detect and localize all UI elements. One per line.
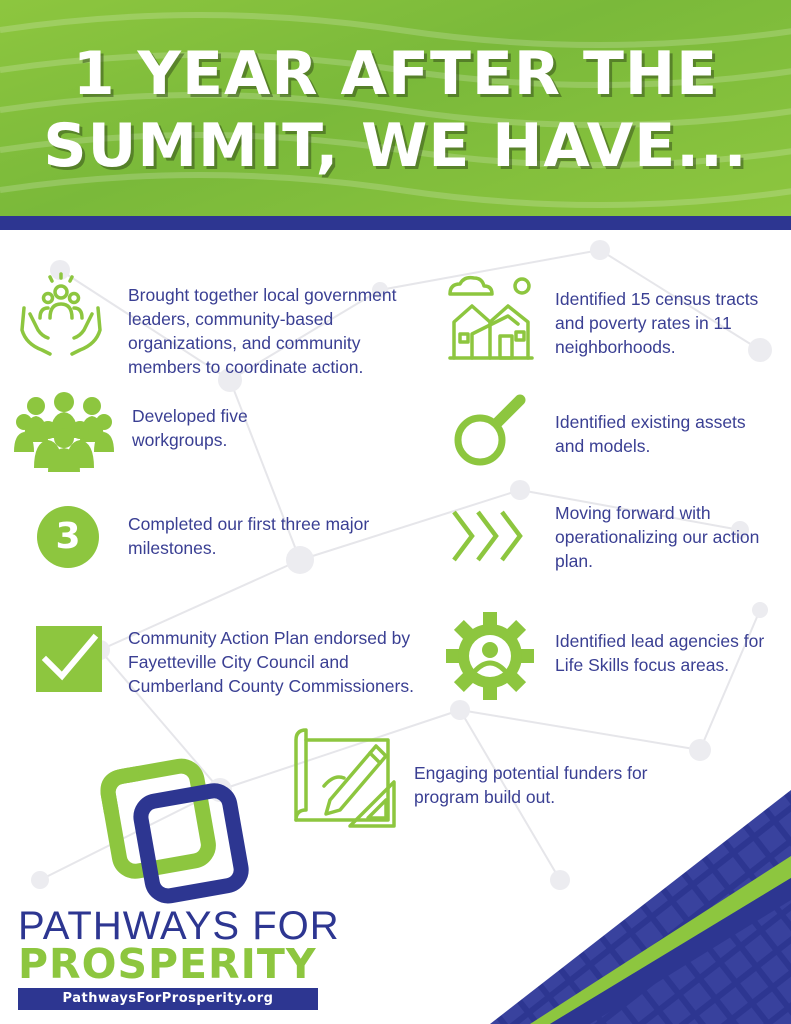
checkbox-icon (36, 626, 102, 692)
group-icon (14, 392, 114, 472)
title-line-1: 1 YEAR AFTER THE (72, 39, 719, 109)
network-background (31, 240, 772, 890)
chevrons-right-icon (452, 510, 523, 562)
item-text-operationalizing: Moving forward with operationalizing our… (555, 503, 760, 571)
item-text-endorsed: Community Action Plan endorsed by Fayett… (128, 628, 414, 696)
item-text-lead-agencies: Identified lead agencies for Life Skills… (555, 631, 765, 675)
magnifier-icon (454, 394, 526, 466)
gear-person-icon (446, 612, 534, 700)
header-banner: 1 YEAR AFTER THE SUMMIT, WE HAVE... (0, 0, 791, 216)
brand-name-line-2: PROSPERITY (18, 940, 317, 988)
number-three-badge: 3 (37, 506, 99, 568)
community-hands-icon (20, 272, 102, 356)
title-line-2: SUMMIT, WE HAVE... (43, 111, 748, 181)
item-text-workgroups: Developed five workgroups. (132, 406, 248, 450)
page-title: 1 YEAR AFTER THE SUMMIT, WE HAVE... (0, 38, 791, 182)
item-text-census: Identified 15 census tracts and poverty … (555, 289, 759, 357)
brand-website: PathwaysForProsperity.org (18, 988, 318, 1010)
neighborhood-houses-icon (448, 275, 534, 360)
item-text-assets: Identified existing assets and models. (555, 412, 746, 456)
item-text-funders: Engaging potential funders for program b… (414, 763, 648, 807)
pathways-logo-mark (100, 758, 249, 904)
header-divider (0, 216, 791, 230)
item-text-milestones: Completed our first three major mileston… (128, 514, 370, 558)
corner-decoration (490, 790, 791, 1024)
brand-name-line-1: PATHWAYS FOR (18, 904, 340, 948)
header-wave-pattern (0, 12, 791, 208)
item-text-coordinate: Brought together local government leader… (128, 285, 397, 377)
blueprint-pencil-icon (294, 728, 396, 828)
